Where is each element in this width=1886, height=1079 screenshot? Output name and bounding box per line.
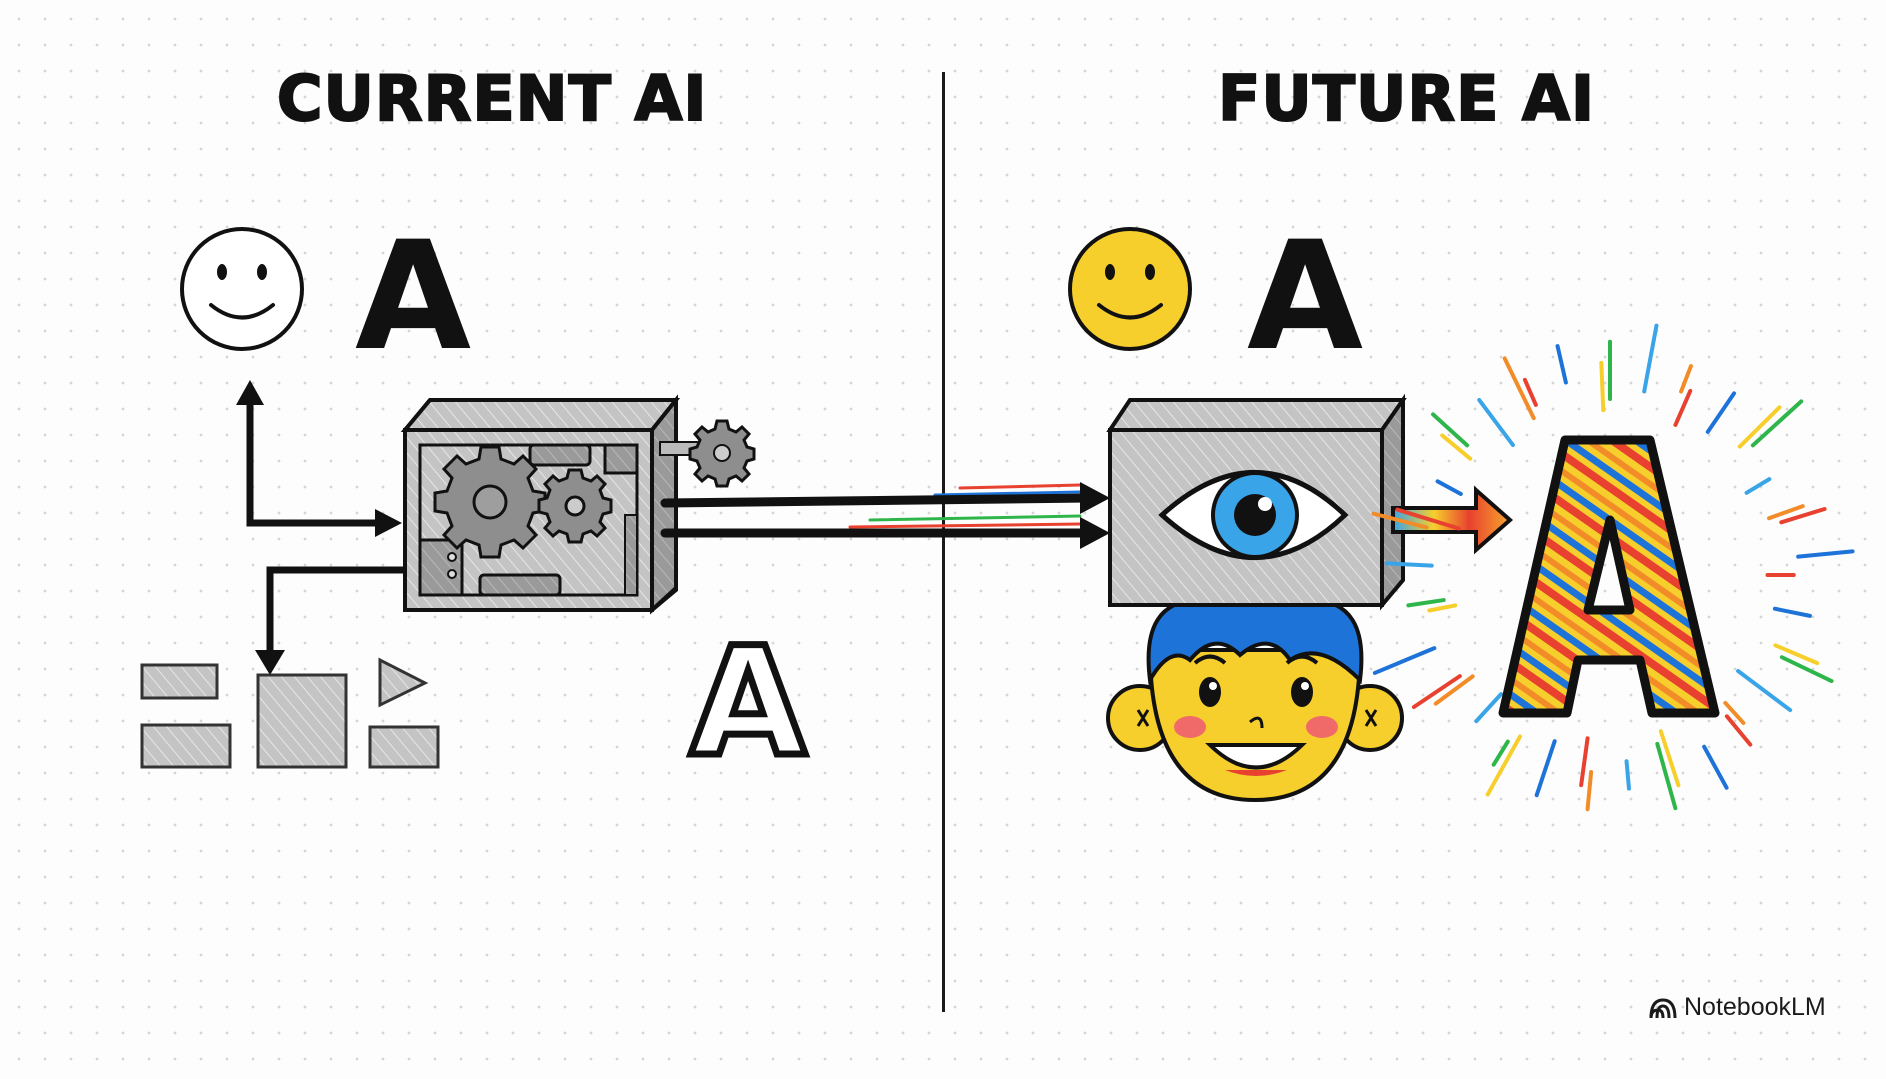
future-ai-title: FUTURE AI	[1217, 61, 1596, 136]
burst-ray	[1750, 399, 1804, 448]
burst-ray	[1642, 323, 1659, 394]
burst-ray	[1427, 603, 1458, 613]
burst-ray	[1673, 388, 1693, 427]
letter-a-current-top: A	[355, 210, 472, 384]
letter-a-current-output: A	[686, 616, 809, 790]
burst-ray	[1474, 692, 1504, 724]
burst-ray	[1485, 734, 1523, 797]
brand-label: NotebookLM	[1684, 993, 1826, 1021]
happy-boy-face-icon	[1106, 598, 1404, 803]
rainbow-letter-a-icon	[1498, 435, 1720, 718]
letter-a-future-top: A	[1247, 210, 1364, 384]
burst-ray	[1779, 506, 1827, 525]
burst-ray	[1371, 511, 1429, 530]
arrowhead-up-icon	[236, 380, 264, 405]
flow-arrows-left	[246, 386, 409, 664]
burst-rays	[1371, 323, 1855, 812]
burst-ray	[1395, 507, 1461, 531]
panel-divider	[942, 72, 945, 1012]
burst-ray	[1724, 714, 1753, 747]
burst-ray	[1773, 643, 1820, 666]
burst-ray	[1779, 655, 1834, 684]
notebooklm-brand: NotebookLM	[1648, 993, 1826, 1022]
burst-ray	[1702, 744, 1729, 790]
burst-ray	[1431, 412, 1470, 448]
play-triangle-icon	[378, 657, 429, 708]
content-blocks-icon	[140, 663, 440, 769]
burst-ray	[1372, 646, 1437, 675]
burst-ray	[1599, 360, 1606, 413]
burst-ray	[1502, 356, 1536, 421]
smiley-yellow-icon	[1068, 227, 1192, 351]
burst-ray	[1772, 606, 1812, 618]
burst-ray	[1723, 700, 1746, 725]
burst-ray	[1440, 433, 1473, 461]
burst-ray	[1477, 398, 1515, 448]
eye-machine-box-icon	[1106, 393, 1407, 611]
burst-ray	[1658, 729, 1681, 788]
burst-ray	[1679, 364, 1693, 394]
external-gear-icon	[659, 419, 756, 488]
burst-ray	[1705, 391, 1737, 434]
stream-arrowhead-icon	[1080, 482, 1110, 514]
current-ai-title: CURRENT AI	[276, 61, 708, 136]
arrowhead-down-icon	[255, 650, 285, 675]
burst-ray	[1767, 504, 1805, 521]
burst-ray	[1491, 739, 1510, 767]
notebooklm-logo-icon	[1649, 997, 1677, 1018]
stream-arrowhead-icon	[1080, 517, 1110, 549]
burst-ray	[1655, 741, 1678, 811]
burst-ray	[1555, 344, 1568, 385]
burst-ray	[1585, 770, 1594, 812]
gear-machine-box-icon	[400, 394, 681, 615]
burst-ray	[1736, 669, 1793, 713]
burst-ray	[1433, 674, 1475, 706]
rainbow-arrow-icon	[1391, 485, 1514, 555]
burst-ray	[1411, 674, 1462, 710]
smiley-outline-icon	[180, 227, 304, 351]
burst-ray	[1737, 405, 1782, 449]
burst-ray	[1384, 561, 1434, 568]
arrowhead-right-icon	[375, 509, 402, 537]
burst-ray	[1796, 549, 1855, 559]
data-stream-lines	[660, 483, 1095, 538]
burst-ray	[1406, 598, 1446, 608]
burst-ray	[1522, 377, 1538, 407]
burst-ray	[1624, 759, 1631, 791]
burst-ray	[1534, 739, 1557, 798]
burst-ray	[1744, 477, 1772, 495]
burst-ray	[1435, 479, 1463, 496]
burst-ray	[1579, 736, 1590, 788]
